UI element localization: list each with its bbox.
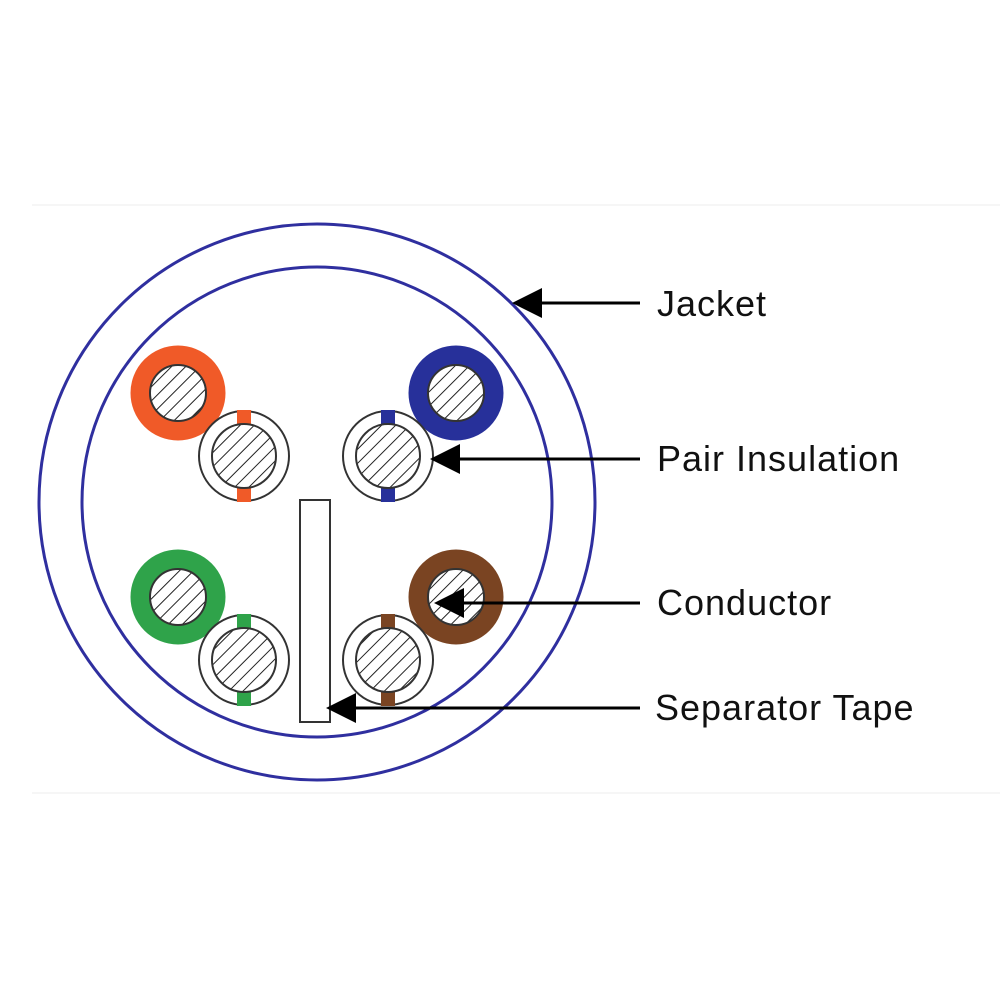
brown-wire-conductor [427, 568, 485, 626]
blue-wire-insulation [408, 345, 504, 441]
blue-white-wire-conductor [355, 423, 421, 489]
brown-wire-insulation [408, 549, 504, 645]
orange-white-wire-conductor [211, 423, 277, 489]
orange-wire-insulation [130, 345, 226, 441]
brown-white-wire-conductor [355, 627, 421, 693]
orange-wire-conductor [149, 364, 207, 422]
green-white-wire-conductor [211, 627, 277, 693]
orange-pair [130, 345, 290, 502]
green-pair [130, 549, 290, 706]
conductor-label: Conductor [657, 582, 832, 623]
green-wire-insulation [130, 549, 226, 645]
separator-tape-label: Separator Tape [655, 687, 915, 728]
jacket-outer-ring [37, 222, 597, 782]
jacket-label: Jacket [657, 283, 767, 324]
jacket-inner-ring [80, 265, 554, 739]
separator-tape [299, 499, 331, 723]
blue-pair [342, 345, 504, 502]
green-wire-conductor [149, 568, 207, 626]
pair-insulation-label: Pair Insulation [657, 438, 900, 479]
brown-pair [342, 549, 504, 706]
blue-wire-conductor [427, 364, 485, 422]
